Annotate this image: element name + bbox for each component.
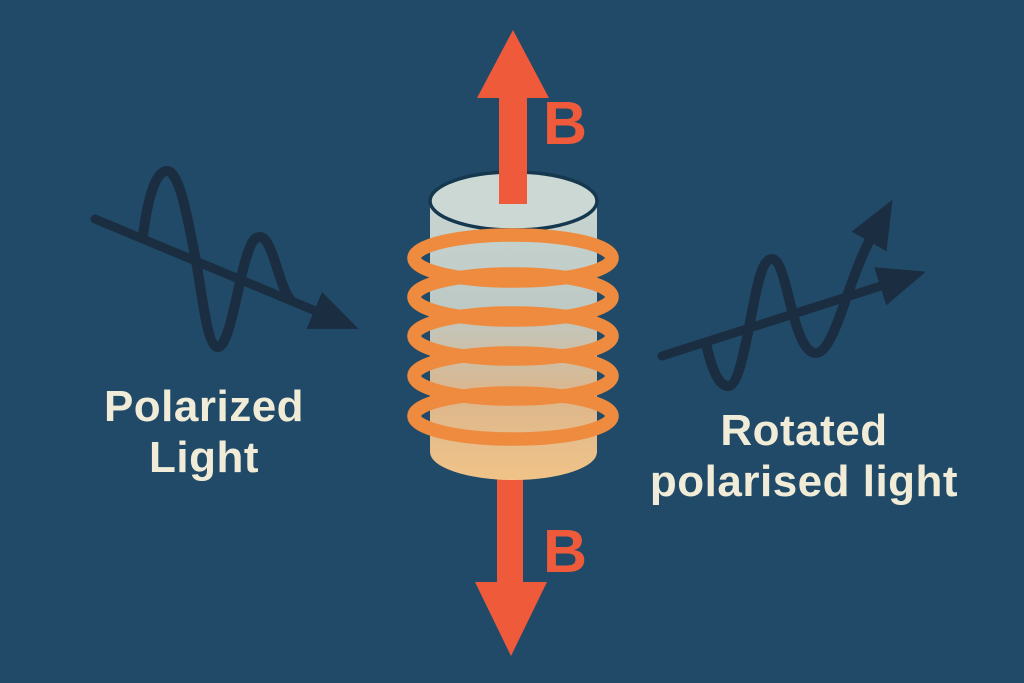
- left-caption-line2: Light: [148, 433, 259, 482]
- right-caption-line2: polarised light: [649, 457, 959, 506]
- field-down-arrow-head: [475, 582, 547, 656]
- rotated-polarization-arrow: [701, 199, 893, 391]
- induction-coil-icon: [407, 228, 619, 446]
- incoming-propagation-arrow: [90, 214, 359, 329]
- coil-loop: [407, 386, 619, 446]
- incoming-polarized-wave-icon: [90, 166, 359, 352]
- field-up-arrow-shaft: [499, 88, 527, 204]
- right-caption: Rotated polarised light: [618, 405, 990, 507]
- right-caption-line1: Rotated: [720, 406, 888, 455]
- coil-loop: [407, 228, 619, 288]
- left-caption-line1: Polarized: [103, 382, 305, 431]
- field-up-arrow-head: [477, 30, 549, 98]
- left-caption: Polarized Light: [44, 381, 364, 483]
- coil-loop: [407, 267, 619, 327]
- magnetic-field-up-arrow-icon: [477, 30, 549, 204]
- outgoing-rotated-wave-icon: [657, 199, 926, 391]
- magnetic-field-label-top: B: [543, 89, 588, 157]
- incoming-wave-curve: [138, 166, 295, 352]
- magnetic-field-label-bottom: B: [543, 517, 588, 585]
